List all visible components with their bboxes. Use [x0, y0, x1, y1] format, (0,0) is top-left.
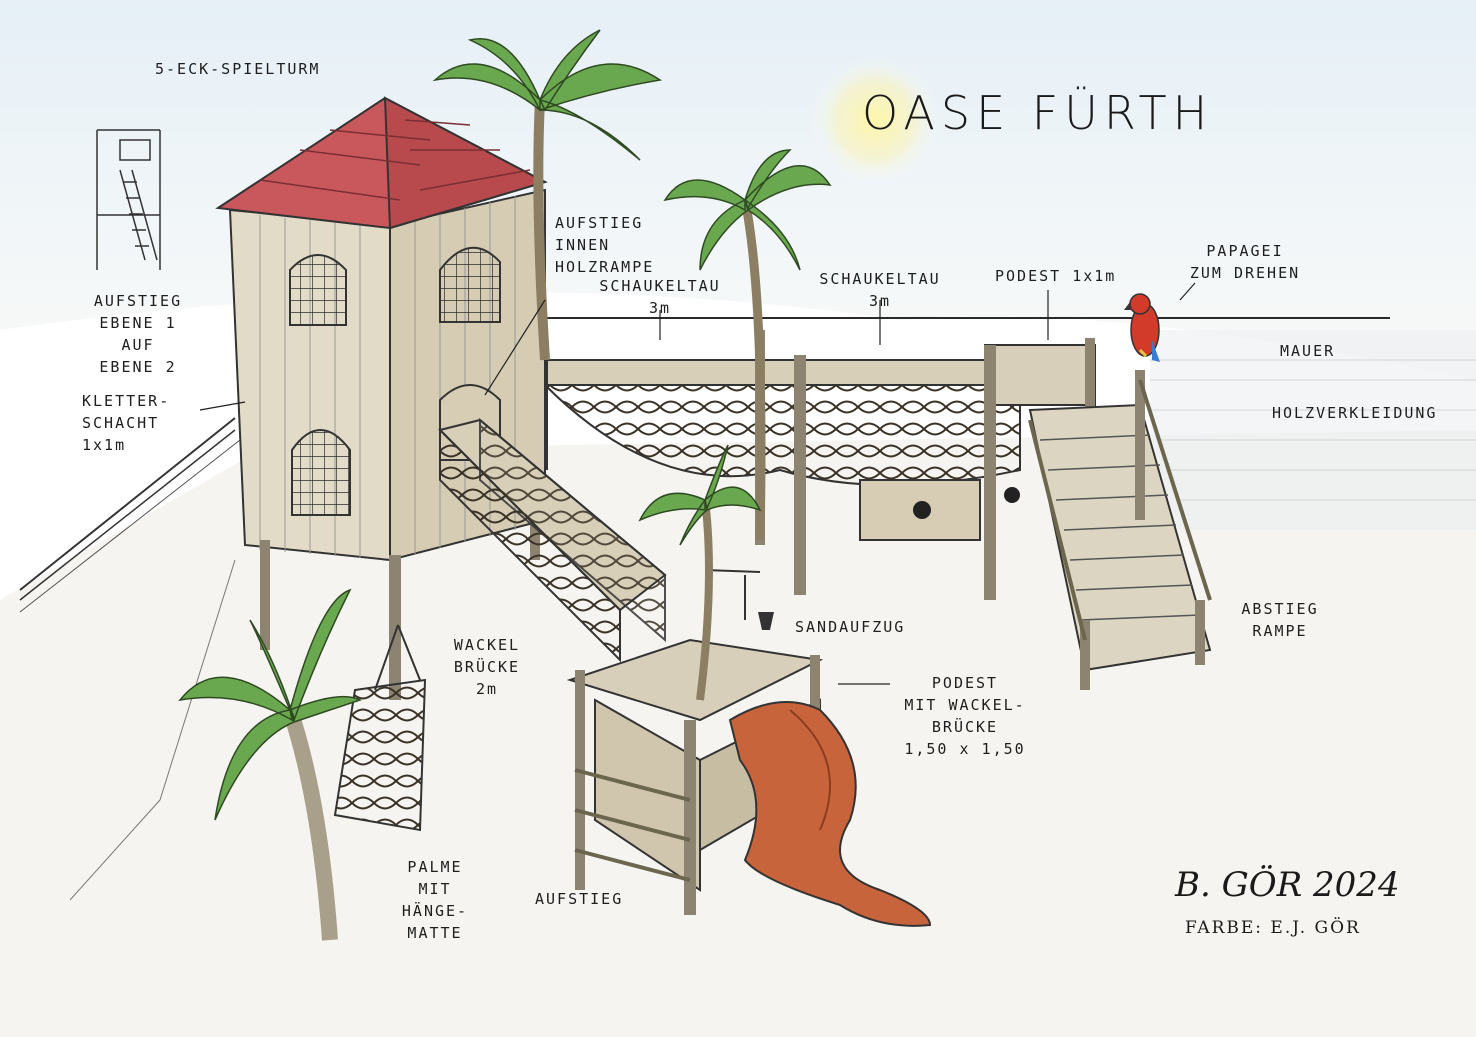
label-schaukeltau-1: SCHAUKELTAU 3m	[599, 277, 721, 317]
label-abstieg: ABSTIEG RAMPE	[1241, 600, 1319, 640]
label-wackelbruecke: WACKEL BRÜCKE 2m	[453, 636, 521, 698]
label-kletterschacht: KLETTER- SCHACHT 1x1m	[82, 392, 171, 454]
climbing-shaft-sketch	[96, 129, 161, 270]
label-aufstieg-innen: AUFSTIEG INNEN HOLZRAMPE	[555, 214, 655, 276]
hammock	[333, 624, 427, 832]
label-palme: PALME MIT HÄNGE- MATTE	[401, 858, 469, 942]
left-wall	[19, 417, 241, 901]
podest-top	[984, 338, 1096, 600]
page-title: OASE FÜRTH	[862, 86, 1214, 140]
label-tower: 5-ECK-SPIELTURM	[155, 60, 321, 78]
back-panel	[859, 479, 1020, 541]
label-aufstieg-ebene: AUFSTIEG EBENE 1 AUF EBENE 2	[93, 292, 183, 376]
slide	[728, 701, 932, 927]
palm-tree-small	[638, 444, 762, 701]
abstieg-ramp	[1028, 370, 1212, 690]
signature-author: B. GÖR 2024	[1175, 865, 1400, 905]
label-papagei: PAPAGEI ZUM DREHEN	[1189, 242, 1301, 282]
right-wall	[545, 317, 1476, 530]
label-holzverkleidung: HOLZVERKLEIDUNG	[1272, 404, 1438, 422]
parrot	[1124, 293, 1160, 362]
palm-tree-middle	[663, 149, 832, 541]
leader-lines	[199, 282, 1196, 685]
label-schaukeltau-2: SCHAUKELTAU 3m	[819, 270, 941, 310]
label-aufstieg: AUFSTIEG	[535, 890, 624, 908]
wobble-bridge	[438, 417, 667, 663]
palm-tree-hammock	[178, 588, 362, 941]
label-mauer: MAUER	[1280, 342, 1336, 360]
palm-tree-tall	[432, 29, 662, 361]
label-sandaufzug: SANDAUFZUG	[795, 618, 906, 636]
label-podest-wackel: PODEST MIT WACKEL- BRÜCKE 1,50 x 1,50	[904, 674, 1026, 758]
sun	[810, 55, 940, 185]
signature-color: FARBE: E.J. GÖR	[1185, 918, 1361, 938]
label-podest-top: PODEST 1x1m	[995, 267, 1117, 285]
